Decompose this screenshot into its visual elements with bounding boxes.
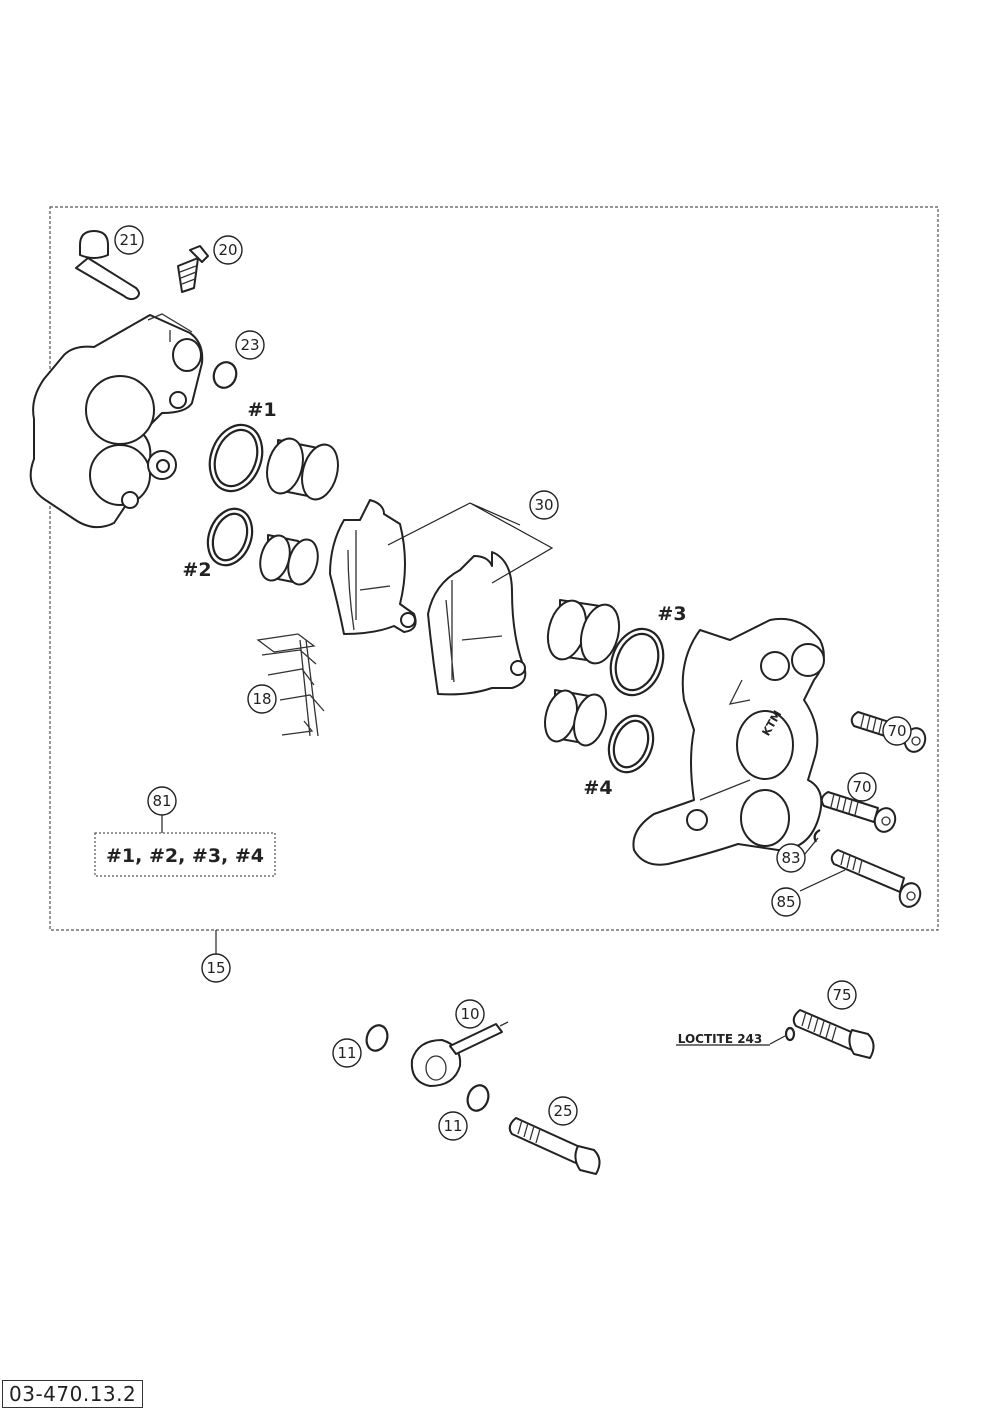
svg-text:11: 11 xyxy=(337,1044,356,1062)
caliper-bolt-lower xyxy=(820,791,897,833)
assembly-boundary xyxy=(49,206,939,931)
piston-left-large xyxy=(266,437,339,501)
seal-ring-2-inner xyxy=(211,512,249,562)
callout-10: 10 xyxy=(455,999,485,1029)
callout-70-upper: 70 xyxy=(882,716,912,746)
brake-pad-right xyxy=(427,551,527,696)
svg-text:21: 21 xyxy=(119,231,138,249)
piston-right-small xyxy=(544,689,607,747)
svg-text:18: 18 xyxy=(252,690,271,708)
callout-23: 23 xyxy=(235,330,265,360)
seal-ring-4 xyxy=(607,714,655,774)
pad-pin-part xyxy=(830,849,922,908)
brake-hose-part xyxy=(410,1021,509,1087)
svg-text:70: 70 xyxy=(887,722,906,740)
caliper-left-half xyxy=(29,313,204,529)
piston-right-large xyxy=(546,599,621,665)
bleed-valve-part xyxy=(177,245,209,293)
hash-label-3: #3 xyxy=(657,603,686,625)
drawing-number: 03-470.13.2 xyxy=(2,1380,144,1408)
callout-70-lower: 70 xyxy=(847,772,877,802)
kit-box xyxy=(94,832,276,877)
caliper-right-half: KTM xyxy=(632,618,825,866)
svg-text:81: 81 xyxy=(152,792,171,810)
pad-spring-part xyxy=(256,633,325,737)
seal-ring-1 xyxy=(208,423,264,493)
seal-ring-3 xyxy=(609,627,665,697)
svg-text:20: 20 xyxy=(218,241,237,259)
svg-text:11: 11 xyxy=(443,1117,462,1135)
callout-83: 83 xyxy=(776,843,806,873)
svg-text:83: 83 xyxy=(781,849,800,867)
o-ring-part xyxy=(212,361,238,389)
callout-15: 15 xyxy=(201,953,231,983)
callout-81: 81 xyxy=(147,786,177,816)
svg-text:85: 85 xyxy=(776,893,795,911)
hash-label-2: #2 xyxy=(182,559,211,581)
seal-ring-1-inner xyxy=(213,428,259,488)
callout-20: 20 xyxy=(213,235,243,265)
kit-box-label: #1, #2, #3, #4 xyxy=(106,845,264,867)
copper-washer-lower xyxy=(466,1084,490,1112)
callout-85: 85 xyxy=(771,887,801,917)
svg-text:23: 23 xyxy=(240,336,259,354)
seal-ring-4-inner xyxy=(612,719,650,769)
piston-left-small xyxy=(259,534,319,586)
hash-label-4: #4 xyxy=(583,777,612,799)
pads-leader xyxy=(387,502,554,584)
svg-text:25: 25 xyxy=(553,1102,572,1120)
brake-pad-left xyxy=(329,499,417,635)
callout-30: 30 xyxy=(529,490,559,520)
hash-label-1: #1 xyxy=(247,399,276,421)
callout-18: 18 xyxy=(247,684,277,714)
callout-75: 75 xyxy=(827,980,857,1010)
svg-text:30: 30 xyxy=(534,496,553,514)
svg-text:15: 15 xyxy=(206,959,225,977)
callout-11-upper: 11 xyxy=(332,1038,362,1068)
callout-11-lower: 11 xyxy=(438,1111,468,1141)
svg-text:10: 10 xyxy=(460,1005,479,1023)
loctite-label: LOCTITE 243 xyxy=(678,1032,763,1046)
seal-ring-3-inner xyxy=(614,632,660,692)
callout-25: 25 xyxy=(548,1096,578,1126)
loctite-bolt-part xyxy=(784,1009,875,1059)
banjo-bolt-part xyxy=(508,1117,601,1175)
callout-21: 21 xyxy=(114,225,144,255)
seal-ring-2 xyxy=(206,507,254,567)
bleed-cap-part xyxy=(75,230,140,301)
copper-washer-upper xyxy=(365,1024,389,1052)
svg-text:70: 70 xyxy=(852,778,871,796)
svg-text:75: 75 xyxy=(832,986,851,1004)
